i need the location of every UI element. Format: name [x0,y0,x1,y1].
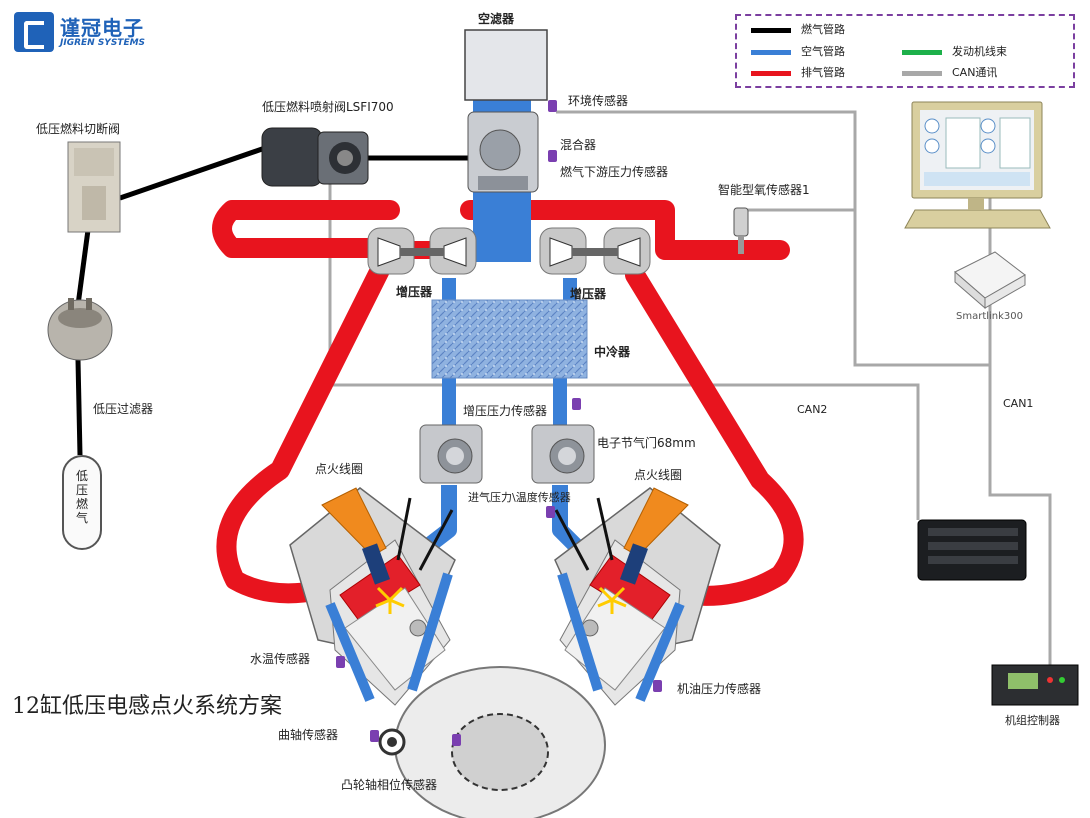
smartlink-device [954,251,1026,310]
spark-left [375,586,405,614]
label-filter: 低压过滤器 [93,402,154,416]
label-boost-pressure-sensor: 增压压力传感器 [463,404,548,418]
logo-name-en: JIGREN SYSTEMS [60,38,146,48]
crankshaft [378,666,606,818]
legend-label-exhaust: 排气管路 [801,66,845,79]
fuel-line [75,145,470,456]
label-can2: CAN2 [797,403,828,416]
label-genset-controller: 机组控制器 [1005,714,1060,727]
legend-label-fuel: 燃气管路 [801,23,845,36]
label-oil-pressure-sensor: 机油压力传感器 [677,682,762,696]
ecu [917,519,1027,581]
label-mixer: 混合器 [560,138,597,152]
label-shutoff-valve: 低压燃料切断阀 [36,122,121,136]
legend: 燃气管路 空气管路 排气管路 发动机线束 CAN通讯 [735,14,1075,88]
label-crank-sensor: 曲轴传感器 [278,728,339,742]
fuel-injector [261,127,369,187]
label-oxygen-sensor: 智能型氧传感器1 [718,183,810,197]
label-can1: CAN1 [1003,397,1034,410]
label-coil-left: 点火线圈 [315,462,364,476]
throttle-right [531,424,595,484]
intercooler [431,299,588,379]
label-air-filter: 空滤器 [478,12,515,26]
spark-right [597,586,627,614]
turbocharger-right [539,227,651,275]
gas-tank-label: 低压燃气 [76,469,89,525]
company-logo: 谨冠电子 JIGREN SYSTEMS [14,12,174,54]
genset-controller [991,664,1079,706]
legend-swatch-harness [902,50,942,55]
logo-mark-icon [14,12,54,52]
page-title: 12缸低压电感点火系统方案 [12,694,282,719]
label-intercooler: 中冷器 [594,345,631,359]
engine-rods [396,497,614,571]
legend-swatch-fuel [751,28,791,33]
legend-swatch-can [902,71,942,76]
throttle-left [419,424,483,484]
legend-label-air: 空气管路 [801,45,845,58]
label-smartlink: Smartlink300 [956,311,1024,322]
label-water-temp-sensor: 水温传感器 [250,652,311,666]
pc-monitor [904,101,1051,229]
mixer [467,111,539,193]
label-gas-downstream-pressure-sensor: 燃气下游压力传感器 [560,165,669,179]
shutoff-valve [67,141,121,233]
oxygen-sensor [733,207,749,254]
air-filter-box [464,29,548,101]
filter [47,298,113,361]
label-cam-sensor: 凸轮轴相位传感器 [341,778,438,792]
sensor-markers [336,100,662,746]
legend-swatch-exhaust [751,71,791,76]
label-throttle: 电子节气门68mm [597,436,696,450]
legend-label-can: CAN通讯 [952,66,998,79]
logo-name-cn: 谨冠电子 [60,16,144,40]
label-ambient-sensor: 环境传感器 [568,94,629,108]
label-turbo-right: 增压器 [570,287,607,301]
legend-swatch-air [751,50,791,55]
ignition-coil-right [619,487,689,585]
can-lines [328,110,1052,665]
ignition-coil-left [321,487,391,585]
turbocharger-left [367,227,477,275]
label-intake-pt-sensor: 进气压力\温度传感器 [468,491,571,504]
label-coil-right: 点火线圈 [634,468,683,482]
label-turbo-left: 增压器 [396,285,433,299]
legend-label-harness: 发动机线束 [952,45,1007,58]
gas-tank: 低压燃气 [62,455,102,550]
label-injector: 低压燃料喷射阀LSFI700 [262,100,394,114]
